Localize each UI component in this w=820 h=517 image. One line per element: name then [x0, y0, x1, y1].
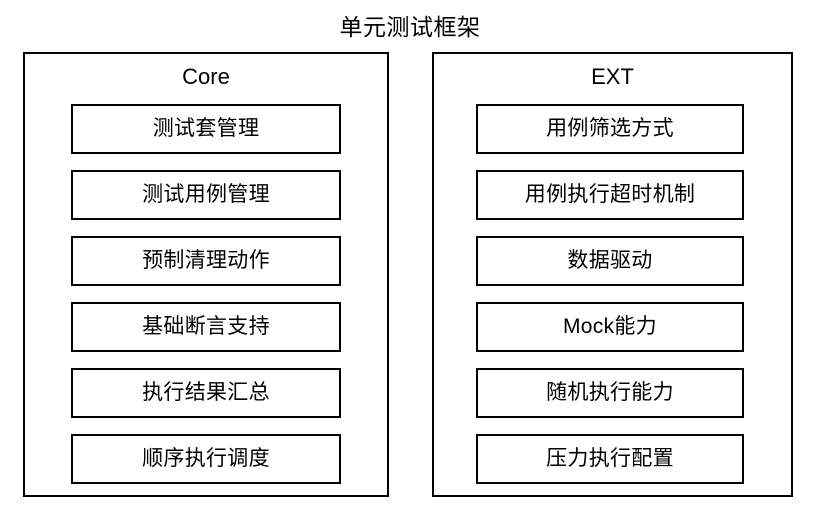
group-panel-ext: EXT 用例筛选方式 用例执行超时机制 数据驱动 Mock能力 随机执行能力 压… — [432, 52, 793, 497]
feature-label: 执行结果汇总 — [142, 381, 270, 404]
feature-box[interactable]: 用例执行超时机制 — [476, 170, 744, 220]
feature-box[interactable]: 基础断言支持 — [71, 302, 341, 352]
feature-label: 数据驱动 — [567, 249, 653, 272]
feature-label: Mock能力 — [563, 315, 657, 338]
feature-box[interactable]: 用例筛选方式 — [476, 104, 744, 154]
feature-label: 测试用例管理 — [142, 183, 270, 206]
feature-list-ext: 用例筛选方式 用例执行超时机制 数据驱动 Mock能力 随机执行能力 压力执行配… — [476, 104, 744, 484]
group-panel-core: Core 测试套管理 测试用例管理 预制清理动作 基础断言支持 执行结果汇总 顺… — [23, 52, 389, 497]
feature-box[interactable]: 预制清理动作 — [71, 236, 341, 286]
group-title-ext: EXT — [591, 64, 634, 89]
feature-box[interactable]: 测试用例管理 — [71, 170, 341, 220]
feature-box[interactable]: 顺序执行调度 — [71, 434, 341, 484]
feature-label: 测试套管理 — [152, 117, 260, 140]
feature-list-core: 测试套管理 测试用例管理 预制清理动作 基础断言支持 执行结果汇总 顺序执行调度 — [71, 104, 341, 484]
group-title-core: Core — [182, 64, 230, 89]
feature-box[interactable]: 执行结果汇总 — [71, 368, 341, 418]
feature-box[interactable]: 测试套管理 — [71, 104, 341, 154]
feature-label: 随机执行能力 — [546, 381, 674, 404]
feature-box[interactable]: 随机执行能力 — [476, 368, 744, 418]
feature-box[interactable]: Mock能力 — [476, 302, 744, 352]
feature-box[interactable]: 压力执行配置 — [476, 434, 744, 484]
feature-label: 用例执行超时机制 — [524, 183, 696, 206]
feature-label: 基础断言支持 — [142, 315, 270, 338]
feature-box[interactable]: 数据驱动 — [476, 236, 744, 286]
feature-label: 顺序执行调度 — [142, 447, 270, 470]
feature-label: 用例筛选方式 — [546, 117, 674, 140]
feature-label: 压力执行配置 — [546, 447, 674, 470]
page-title: 单元测试框架 — [339, 14, 481, 40]
feature-label: 预制清理动作 — [142, 249, 270, 272]
